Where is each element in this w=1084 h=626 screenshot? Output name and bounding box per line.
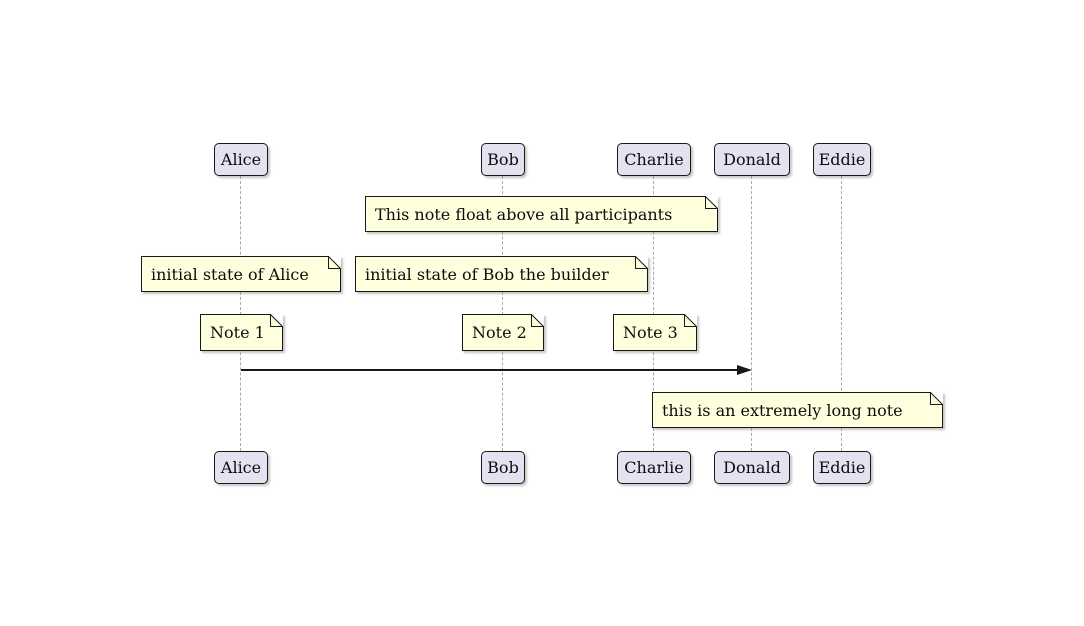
participant-charlie-bottom: Charlie: [617, 451, 691, 484]
participant-donald-bottom: Donald: [714, 451, 790, 484]
note-text: this is an extremely long note: [662, 400, 903, 420]
participant-label: Eddie: [818, 458, 866, 477]
note-text: This note float above all participants: [375, 204, 673, 224]
participant-donald-top: Donald: [714, 143, 790, 176]
fold-corner-icon: [531, 314, 544, 327]
participant-eddie-bottom: Eddie: [813, 451, 871, 484]
participant-label: Eddie: [818, 150, 866, 169]
participant-label: Bob: [487, 150, 519, 169]
note-1: Note 1: [200, 314, 283, 351]
note-text: Note 2: [472, 323, 527, 342]
note-3: Note 3: [613, 314, 697, 351]
participant-alice-bottom: Alice: [214, 451, 268, 484]
participant-bob-bottom: Bob: [481, 451, 525, 484]
arrow-head: [737, 364, 752, 375]
note-text: initial state of Alice: [151, 264, 309, 284]
note-2: Note 2: [462, 314, 544, 351]
participant-label: Donald: [723, 458, 781, 477]
message-line-alice-to-donald: [241, 369, 738, 371]
note-text: initial state of Bob the builder: [365, 264, 609, 284]
participant-bob-top: Bob: [481, 143, 525, 176]
participant-charlie-top: Charlie: [617, 143, 691, 176]
lifeline-charlie: [653, 176, 654, 451]
fold-corner-icon: [684, 314, 697, 327]
participant-label: Charlie: [624, 150, 684, 169]
participant-alice-top: Alice: [214, 143, 268, 176]
participant-label: Charlie: [624, 458, 684, 477]
note-extremely-long: this is an extremely long note: [652, 392, 943, 428]
participant-label: Donald: [723, 150, 781, 169]
lifeline-eddie: [841, 176, 842, 451]
fold-corner-icon: [930, 392, 943, 405]
fold-corner-icon: [635, 256, 648, 269]
fold-corner-icon: [270, 314, 283, 327]
lifeline-donald: [751, 176, 752, 451]
participant-label: Alice: [220, 150, 262, 169]
note-initial-state-bob: initial state of Bob the builder: [355, 256, 648, 292]
participant-label: Bob: [487, 458, 519, 477]
lifeline-alice: [240, 176, 241, 451]
participant-label: Alice: [220, 458, 262, 477]
note-float-above-participants: This note float above all participants: [365, 196, 718, 232]
lifeline-bob: [502, 176, 503, 451]
fold-corner-icon: [705, 196, 718, 209]
note-text: Note 1: [210, 323, 265, 342]
note-initial-state-alice: initial state of Alice: [141, 256, 341, 292]
note-text: Note 3: [623, 323, 678, 342]
participant-eddie-top: Eddie: [813, 143, 871, 176]
fold-corner-icon: [328, 256, 341, 269]
